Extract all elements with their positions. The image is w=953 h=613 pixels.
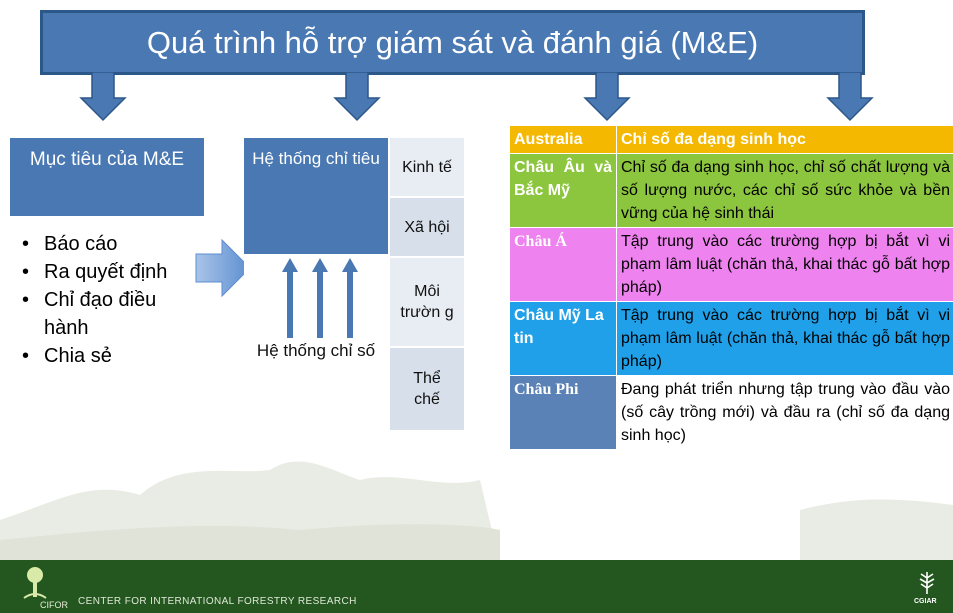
table-row: Châu Á Tập trung vào các trường hợp bị b…: [509, 227, 953, 302]
goal-item: Chia sẻ: [22, 342, 204, 370]
region-indicators-table: Australia Chỉ số đa dạng sinh học Châu Â…: [509, 125, 953, 450]
cifor-tree-logo-icon: [23, 567, 47, 599]
category-institution: Thể chế: [390, 348, 464, 430]
category-environment: Môi trườn g: [390, 258, 464, 346]
down-arrow-icon: [333, 72, 381, 122]
region-cell: Châu Âu và Bắc Mỹ: [509, 153, 617, 228]
up-arrows-icon: [282, 258, 358, 338]
indicator-cell: Chỉ số đa dạng sinh học: [616, 125, 953, 154]
goal-item: Chỉ đạo điều hành: [22, 286, 204, 342]
indicator-system-panel: [244, 254, 388, 430]
indicator-target-system: Hệ thống chỉ tiêu: [244, 138, 388, 254]
table-row: Châu Phi Đang phát triển nhưng tập trung…: [509, 375, 953, 450]
goal-item: Ra quyết định: [22, 258, 204, 286]
region-cell: Australia: [509, 125, 617, 154]
table-row: Châu Âu và Bắc Mỹ Chỉ số đa dạng sinh họ…: [509, 153, 953, 228]
cgiar-wheat-logo-icon: [919, 572, 935, 594]
indicator-cell: Tập trung vào các trường hợp bị bắt vì v…: [616, 227, 953, 302]
indicator-cell: Tập trung vào các trường hợp bị bắt vì v…: [616, 301, 953, 376]
down-arrow-icon: [583, 72, 631, 122]
table-row: Châu Mỹ La tin Tập trung vào các trường …: [509, 301, 953, 376]
category-society: Xã hội: [390, 198, 464, 256]
footer-org-name: CENTER FOR INTERNATIONAL FORESTRY RESEAR…: [78, 596, 357, 607]
footer-bar: [0, 560, 953, 613]
region-cell: Châu Á: [509, 227, 617, 302]
cifor-logo: CIFOR: [40, 600, 68, 610]
page-title: Quá trình hỗ trợ giám sát và đánh giá (M…: [40, 10, 865, 75]
goal-item: Báo cáo: [22, 230, 204, 258]
category-economy: Kinh tế: [390, 138, 464, 196]
down-arrow-icon: [826, 72, 874, 122]
down-arrow-icon: [79, 72, 127, 122]
goals-heading: Mục tiêu của M&E: [10, 138, 204, 216]
region-cell: Châu Phi: [509, 375, 617, 450]
indicator-cell: Chỉ số đa dạng sinh học, chỉ số chất lượ…: [616, 153, 953, 228]
right-arrow-icon: [195, 238, 251, 298]
cgiar-logo: CGIAR: [914, 598, 937, 605]
indicator-cell: Đang phát triển nhưng tập trung vào đầu …: [616, 375, 953, 450]
region-cell: Châu Mỹ La tin: [509, 301, 617, 376]
indicator-system-label: Hệ thống chỉ số: [256, 341, 376, 360]
table-row: Australia Chỉ số đa dạng sinh học: [509, 125, 953, 154]
goals-list: Báo cáo Ra quyết định Chỉ đạo điều hành …: [10, 218, 204, 386]
forest-silhouette: [0, 461, 953, 565]
